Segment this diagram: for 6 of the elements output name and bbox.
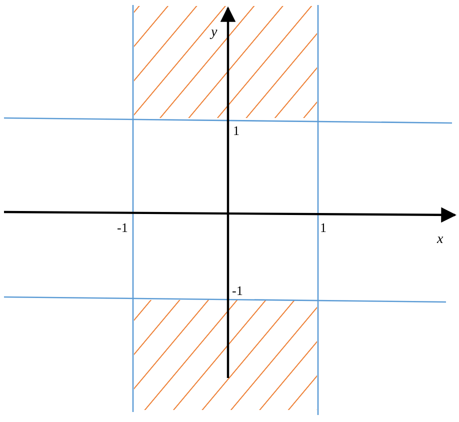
tick-label: 1 <box>320 221 326 234</box>
axis-label: x <box>437 233 444 247</box>
axis-label: y <box>211 26 218 40</box>
tick-label: -1 <box>117 221 128 234</box>
tick-label: 1 <box>233 124 240 137</box>
tick-label: -1 <box>232 284 243 297</box>
